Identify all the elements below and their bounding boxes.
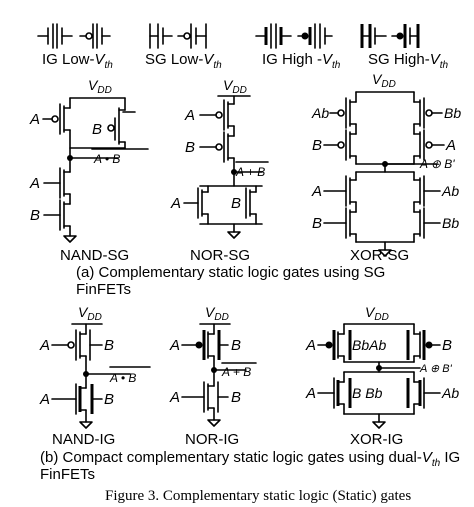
ig-high-nfet-symbol <box>255 23 292 49</box>
input-b-label: B <box>312 137 322 154</box>
nor-ig-label: NOR-IG <box>185 431 239 448</box>
input-bbab-label: BbAb <box>352 337 386 353</box>
nand-output-label: A • B <box>93 152 120 166</box>
input-b-label: B <box>104 391 114 408</box>
legend-sg-high: SG High-Vth <box>360 24 448 71</box>
input-ab-label: Ab <box>311 105 329 121</box>
xor-output-label: A ⊕ B' <box>419 363 453 375</box>
nand-sg-circuit: VDD A B A • B A <box>29 77 149 243</box>
nand-ig-circuit: VDD A B A • B A B <box>39 304 151 429</box>
ig-low-pfet-symbol <box>79 23 111 49</box>
sg-high-pfet-symbol <box>391 24 420 48</box>
nor-ig-circuit: VDD A B A + B A B <box>169 304 257 427</box>
caption-a-line1: (a) Complementary static logic gates usi… <box>76 264 385 281</box>
input-a-label: A <box>311 183 322 200</box>
xor-ig-label: XOR-IG <box>350 431 403 448</box>
input-b-label: B <box>312 215 322 232</box>
ground-symbol <box>79 421 93 429</box>
nor-sg-label: NOR-SG <box>190 247 250 264</box>
sg-low-label: SG Low-Vth <box>145 51 222 71</box>
input-a-label: A <box>39 337 50 354</box>
sg-low-pfet-symbol <box>177 23 207 49</box>
nand-sg-label: NAND-SG <box>60 247 129 264</box>
input-a-label: A <box>169 337 180 354</box>
input-a-label: A <box>305 337 316 354</box>
input-b-label: B <box>231 337 241 354</box>
vdd-label: VDD <box>78 304 102 323</box>
input-b-label: B <box>104 337 114 354</box>
input-b-label: B <box>231 389 241 406</box>
xor-output-label: A ⊕ B' <box>419 157 455 171</box>
input-a-label: A <box>445 137 456 154</box>
ground-symbol <box>227 231 241 239</box>
input-a-label: A <box>305 385 316 402</box>
input-bbb-label: B Bb <box>352 385 383 401</box>
legend-ig-high: IG High -Vth <box>255 23 341 71</box>
input-a-label: A <box>29 111 40 128</box>
vdd-label: VDD <box>88 77 112 96</box>
ground-symbol <box>63 235 77 243</box>
vdd-label: VDD <box>372 71 396 90</box>
nor-sg-circuit: VDD A B A + B A <box>170 77 269 239</box>
nand-ig-label: NAND-IG <box>52 431 115 448</box>
xor-sg-label: XOR-SG <box>350 247 409 264</box>
nor-output-label: A + B <box>221 365 251 379</box>
sg-low-nfet-symbol <box>149 23 173 49</box>
figure-caption: Figure 3. Complementary static logic (St… <box>105 488 411 504</box>
input-ab-label: Ab <box>441 183 459 199</box>
input-b-label: B <box>92 121 102 138</box>
ig-high-pfet-symbol <box>297 23 333 49</box>
xor-sg-circuit: VDD Ab B Bb A <box>311 71 461 257</box>
ig-low-label: IG Low-Vth <box>42 51 113 71</box>
sg-high-nfet-symbol <box>360 24 387 48</box>
nor-output-label: A + B <box>235 165 265 179</box>
xor-ig-circuit: VDD A BbAb B A ⊕ B' <box>305 304 459 429</box>
nand-output-label: A • B <box>109 371 136 385</box>
input-b-label: B <box>442 337 452 354</box>
input-a-label: A <box>39 391 50 408</box>
ig-low-nfet-symbol <box>37 23 73 49</box>
ground-symbol <box>207 419 221 427</box>
vdd-label: VDD <box>205 304 229 323</box>
caption-b-line2: FinFETs <box>40 466 95 483</box>
sg-high-label: SG High-Vth <box>368 51 448 71</box>
vdd-label: VDD <box>365 304 389 323</box>
caption-b-line1: (b) Compact complementary static logic g… <box>40 449 460 469</box>
input-b-label: B <box>231 195 241 212</box>
input-b-label: B <box>30 207 40 224</box>
caption-a-line2: FinFETs <box>76 281 131 298</box>
legend-sg-low: SG Low-Vth <box>145 23 222 71</box>
ig-high-label: IG High -Vth <box>262 51 341 71</box>
input-a-label: A <box>169 389 180 406</box>
input-a-label: A <box>170 195 181 212</box>
legend-ig-low: IG Low-Vth <box>37 23 113 71</box>
ground-symbol <box>372 421 386 429</box>
vdd-label: VDD <box>223 77 247 96</box>
ground-symbol <box>378 249 392 257</box>
input-b-label: B <box>185 139 195 156</box>
input-bb-label: Bb <box>442 215 459 231</box>
input-a-label: A <box>184 107 195 124</box>
input-ab-label: Ab <box>441 385 459 401</box>
input-a-label: A <box>29 175 40 192</box>
input-bb-label: Bb <box>444 105 461 121</box>
